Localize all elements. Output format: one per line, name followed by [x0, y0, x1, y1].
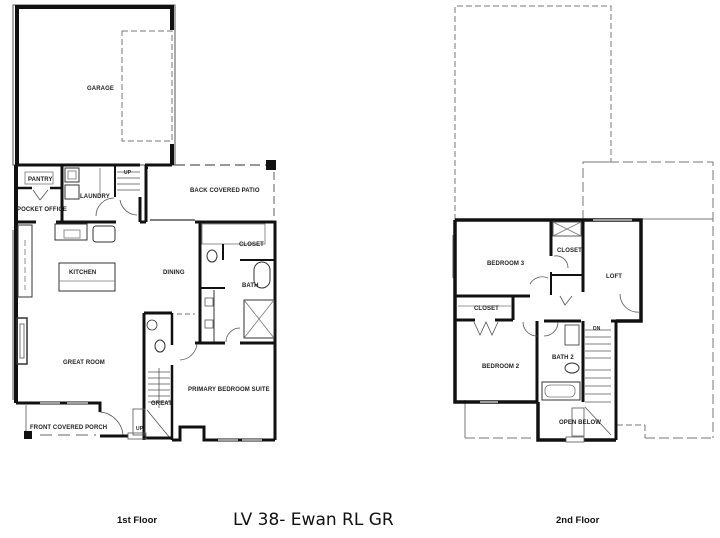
label-closet-primary: CLOSET	[239, 242, 264, 248]
second-floor-plan	[452, 5, 714, 443]
label-closet-bedroom-3: CLOSET	[557, 248, 582, 254]
label-bath: BATH	[242, 283, 259, 289]
label-bath-2: BATH 2	[552, 355, 574, 361]
label-bedroom-2: BEDROOM 2	[482, 364, 520, 370]
label-kitchen: KITCHEN	[69, 270, 96, 276]
label-laundry: LAUNDRY	[80, 194, 110, 200]
label-dining: DINING	[163, 270, 185, 276]
label-primary-bedroom-suite: PRIMARY BEDROOM SUITE	[188, 387, 270, 393]
label-great-stair: GREAT	[151, 401, 172, 407]
label-front-covered-porch: FRONT COVERED PORCH	[30, 425, 107, 431]
room-labels: GARAGE PANTRY POCKET OFFICE LAUNDRY UP B…	[17, 86, 622, 432]
label-bedroom-3: BEDROOM 3	[487, 261, 525, 267]
label-open-below: OPEN BELOW	[559, 420, 601, 426]
label-pantry: PANTRY	[28, 177, 53, 183]
label-stair-down: DN	[593, 326, 601, 332]
label-closet-bedroom-2: CLOSET	[474, 306, 499, 312]
caption-2nd-floor: 2nd Floor	[556, 515, 600, 526]
caption-1st-floor: 1st Floor	[117, 515, 158, 526]
label-great-room: GREAT ROOM	[63, 360, 105, 366]
label-stair-up-front: UP	[136, 426, 144, 432]
label-pocket-office: POCKET OFFICE	[17, 207, 67, 213]
label-loft: LOFT	[606, 274, 622, 280]
first-floor-plan	[12, 4, 277, 442]
plan-title: LV 38- Ewan RL GR	[233, 510, 394, 530]
label-back-covered-patio: BACK COVERED PATIO	[190, 188, 260, 194]
label-garage: GARAGE	[87, 86, 114, 92]
label-stair-up-garage: UP	[124, 170, 132, 176]
